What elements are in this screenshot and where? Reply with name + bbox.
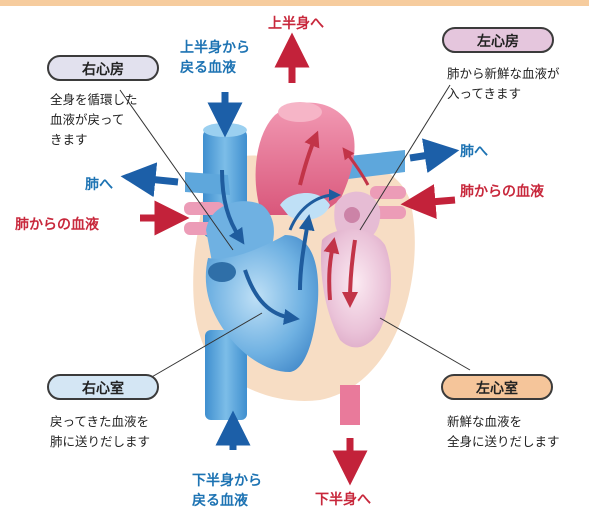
left-ventricle-label: 左心室 — [441, 374, 553, 400]
to-upper-body-label: 上半身へ — [268, 14, 348, 34]
upper-body-return-label: 上半身から 戻る血液 — [180, 38, 280, 78]
to-lower-body-label: 下半身へ — [315, 490, 395, 510]
right-ventricle-description: 戻ってきた血液を 肺に送りだします — [50, 412, 190, 452]
left-atrium-description: 肺から新鮮な血液が 入ってきます — [447, 64, 587, 104]
left-ventricle-description: 新鮮な血液を 全身に送りだします — [447, 412, 587, 452]
to-lungs-right-label: 肺へ — [460, 142, 510, 162]
from-lungs-left-label: 肺からの血液 — [15, 215, 135, 235]
lower-body-return-label: 下半身から 戻る血液 — [192, 471, 292, 511]
to-lungs-left-label: 肺へ — [85, 175, 135, 195]
descending-aorta — [340, 385, 360, 425]
right-atrium-label: 右心房 — [47, 55, 159, 81]
right-atrium-description: 全身を循環した 血液が戻って きます — [50, 90, 180, 150]
left-atrium-label: 左心房 — [442, 27, 554, 53]
from-lungs-right-label: 肺からの血液 — [460, 182, 580, 202]
right-ventricle-label: 右心室 — [47, 374, 159, 400]
